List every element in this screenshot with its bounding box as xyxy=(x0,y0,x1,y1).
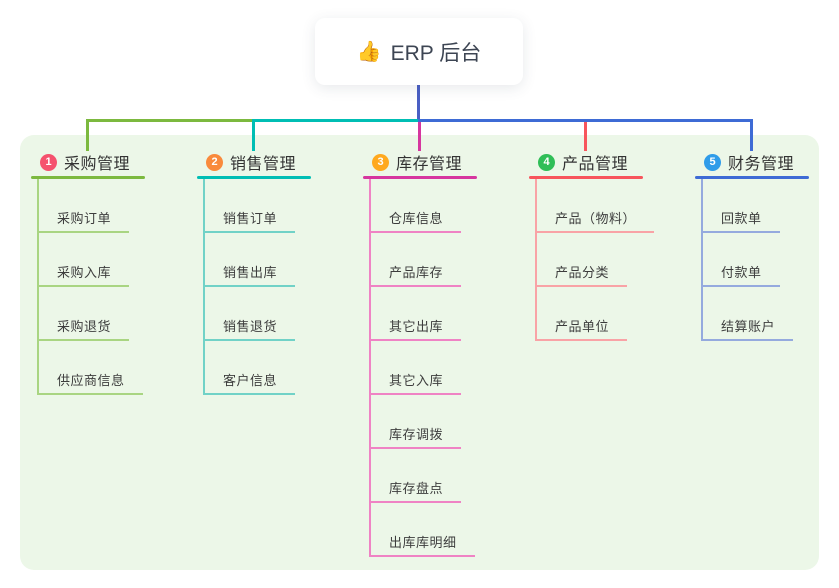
branch-heading[interactable]: 5 财务管理 xyxy=(695,149,794,175)
branch-heading[interactable]: 4 产品管理 xyxy=(529,149,628,175)
child-node[interactable]: 采购入库 xyxy=(37,261,130,287)
child-label: 其它出库 xyxy=(389,319,444,334)
child-node[interactable]: 产品单位 xyxy=(535,315,628,341)
child-label: 库存盘点 xyxy=(389,481,444,496)
branch-number-badge: 4 xyxy=(538,153,555,171)
child-label: 回款单 xyxy=(721,211,762,226)
child-label: 出库库明细 xyxy=(389,535,457,550)
child-connector-line xyxy=(37,179,39,395)
child-label: 产品分类 xyxy=(555,265,610,280)
child-node[interactable]: 销售出库 xyxy=(203,261,296,287)
child-node[interactable]: 其它出库 xyxy=(369,315,462,341)
branch-label: 库存管理 xyxy=(396,156,463,173)
branch-label: 产品管理 xyxy=(562,156,629,173)
child-node[interactable]: 结算账户 xyxy=(701,315,794,341)
branch-heading[interactable]: 1 采购管理 xyxy=(31,149,130,175)
child-connector-line xyxy=(701,179,703,341)
branch-drop-line xyxy=(750,122,753,151)
child-node[interactable]: 付款单 xyxy=(701,261,780,287)
child-label: 采购退货 xyxy=(57,319,112,334)
child-connector-line xyxy=(369,179,371,557)
branch-number-badge: 1 xyxy=(40,153,57,171)
child-node[interactable]: 采购退货 xyxy=(37,315,130,341)
child-label: 采购入库 xyxy=(57,265,112,280)
branch-underline xyxy=(363,176,477,179)
child-label: 其它入库 xyxy=(389,373,444,388)
branch-number-badge: 2 xyxy=(206,153,223,171)
child-node[interactable]: 供应商信息 xyxy=(37,369,143,395)
branch-number-badge: 3 xyxy=(372,153,389,171)
branches-background-panel xyxy=(20,135,819,570)
child-label: 产品（物料） xyxy=(555,211,637,226)
branch-underline xyxy=(695,176,809,179)
child-label: 销售退货 xyxy=(223,319,278,334)
branch-drop-line xyxy=(252,122,255,151)
child-node[interactable]: 库存调拨 xyxy=(369,423,462,449)
bus-segment xyxy=(252,119,418,122)
child-connector-line xyxy=(535,179,537,341)
child-node[interactable]: 其它入库 xyxy=(369,369,462,395)
child-label: 采购订单 xyxy=(57,211,112,226)
branch-underline xyxy=(529,176,643,179)
child-node[interactable]: 产品分类 xyxy=(535,261,628,287)
root-node[interactable]: 👍 ERP 后台 xyxy=(315,18,523,85)
branch-underline xyxy=(31,176,145,179)
child-label: 供应商信息 xyxy=(57,373,125,388)
child-connector-line xyxy=(203,179,205,395)
child-label: 库存调拨 xyxy=(389,427,444,442)
root-connector-line xyxy=(417,85,420,122)
child-label: 仓库信息 xyxy=(389,211,444,226)
branch-label: 采购管理 xyxy=(64,156,131,173)
child-node[interactable]: 销售退货 xyxy=(203,315,296,341)
bus-segment xyxy=(418,119,753,122)
thumbs-up-icon: 👍 xyxy=(356,40,382,63)
branch-drop-line xyxy=(418,122,421,151)
branch-drop-line xyxy=(86,122,89,151)
child-label: 产品库存 xyxy=(389,265,444,280)
child-node[interactable]: 仓库信息 xyxy=(369,207,462,233)
branch-underline xyxy=(197,176,311,179)
child-node[interactable]: 回款单 xyxy=(701,207,780,233)
child-node[interactable]: 产品（物料） xyxy=(535,207,655,233)
child-label: 付款单 xyxy=(721,265,762,280)
branch-drop-line xyxy=(584,122,587,151)
bus-segment xyxy=(86,119,252,122)
child-node[interactable]: 产品库存 xyxy=(369,261,462,287)
child-node[interactable]: 采购订单 xyxy=(37,207,130,233)
branch-number-badge: 5 xyxy=(704,153,721,171)
branch-heading[interactable]: 2 销售管理 xyxy=(197,149,296,175)
child-label: 销售出库 xyxy=(223,265,278,280)
root-title: ERP 后台 xyxy=(390,41,482,65)
child-node[interactable]: 销售订单 xyxy=(203,207,296,233)
child-label: 结算账户 xyxy=(721,319,776,334)
child-node[interactable]: 客户信息 xyxy=(203,369,296,395)
child-node[interactable]: 库存盘点 xyxy=(369,477,462,503)
child-label: 客户信息 xyxy=(223,373,278,388)
branch-label: 财务管理 xyxy=(728,156,795,173)
branch-label: 销售管理 xyxy=(230,156,297,173)
child-label: 销售订单 xyxy=(223,211,278,226)
branch-heading[interactable]: 3 库存管理 xyxy=(363,149,462,175)
child-node[interactable]: 出库库明细 xyxy=(369,531,475,557)
child-label: 产品单位 xyxy=(555,319,610,334)
